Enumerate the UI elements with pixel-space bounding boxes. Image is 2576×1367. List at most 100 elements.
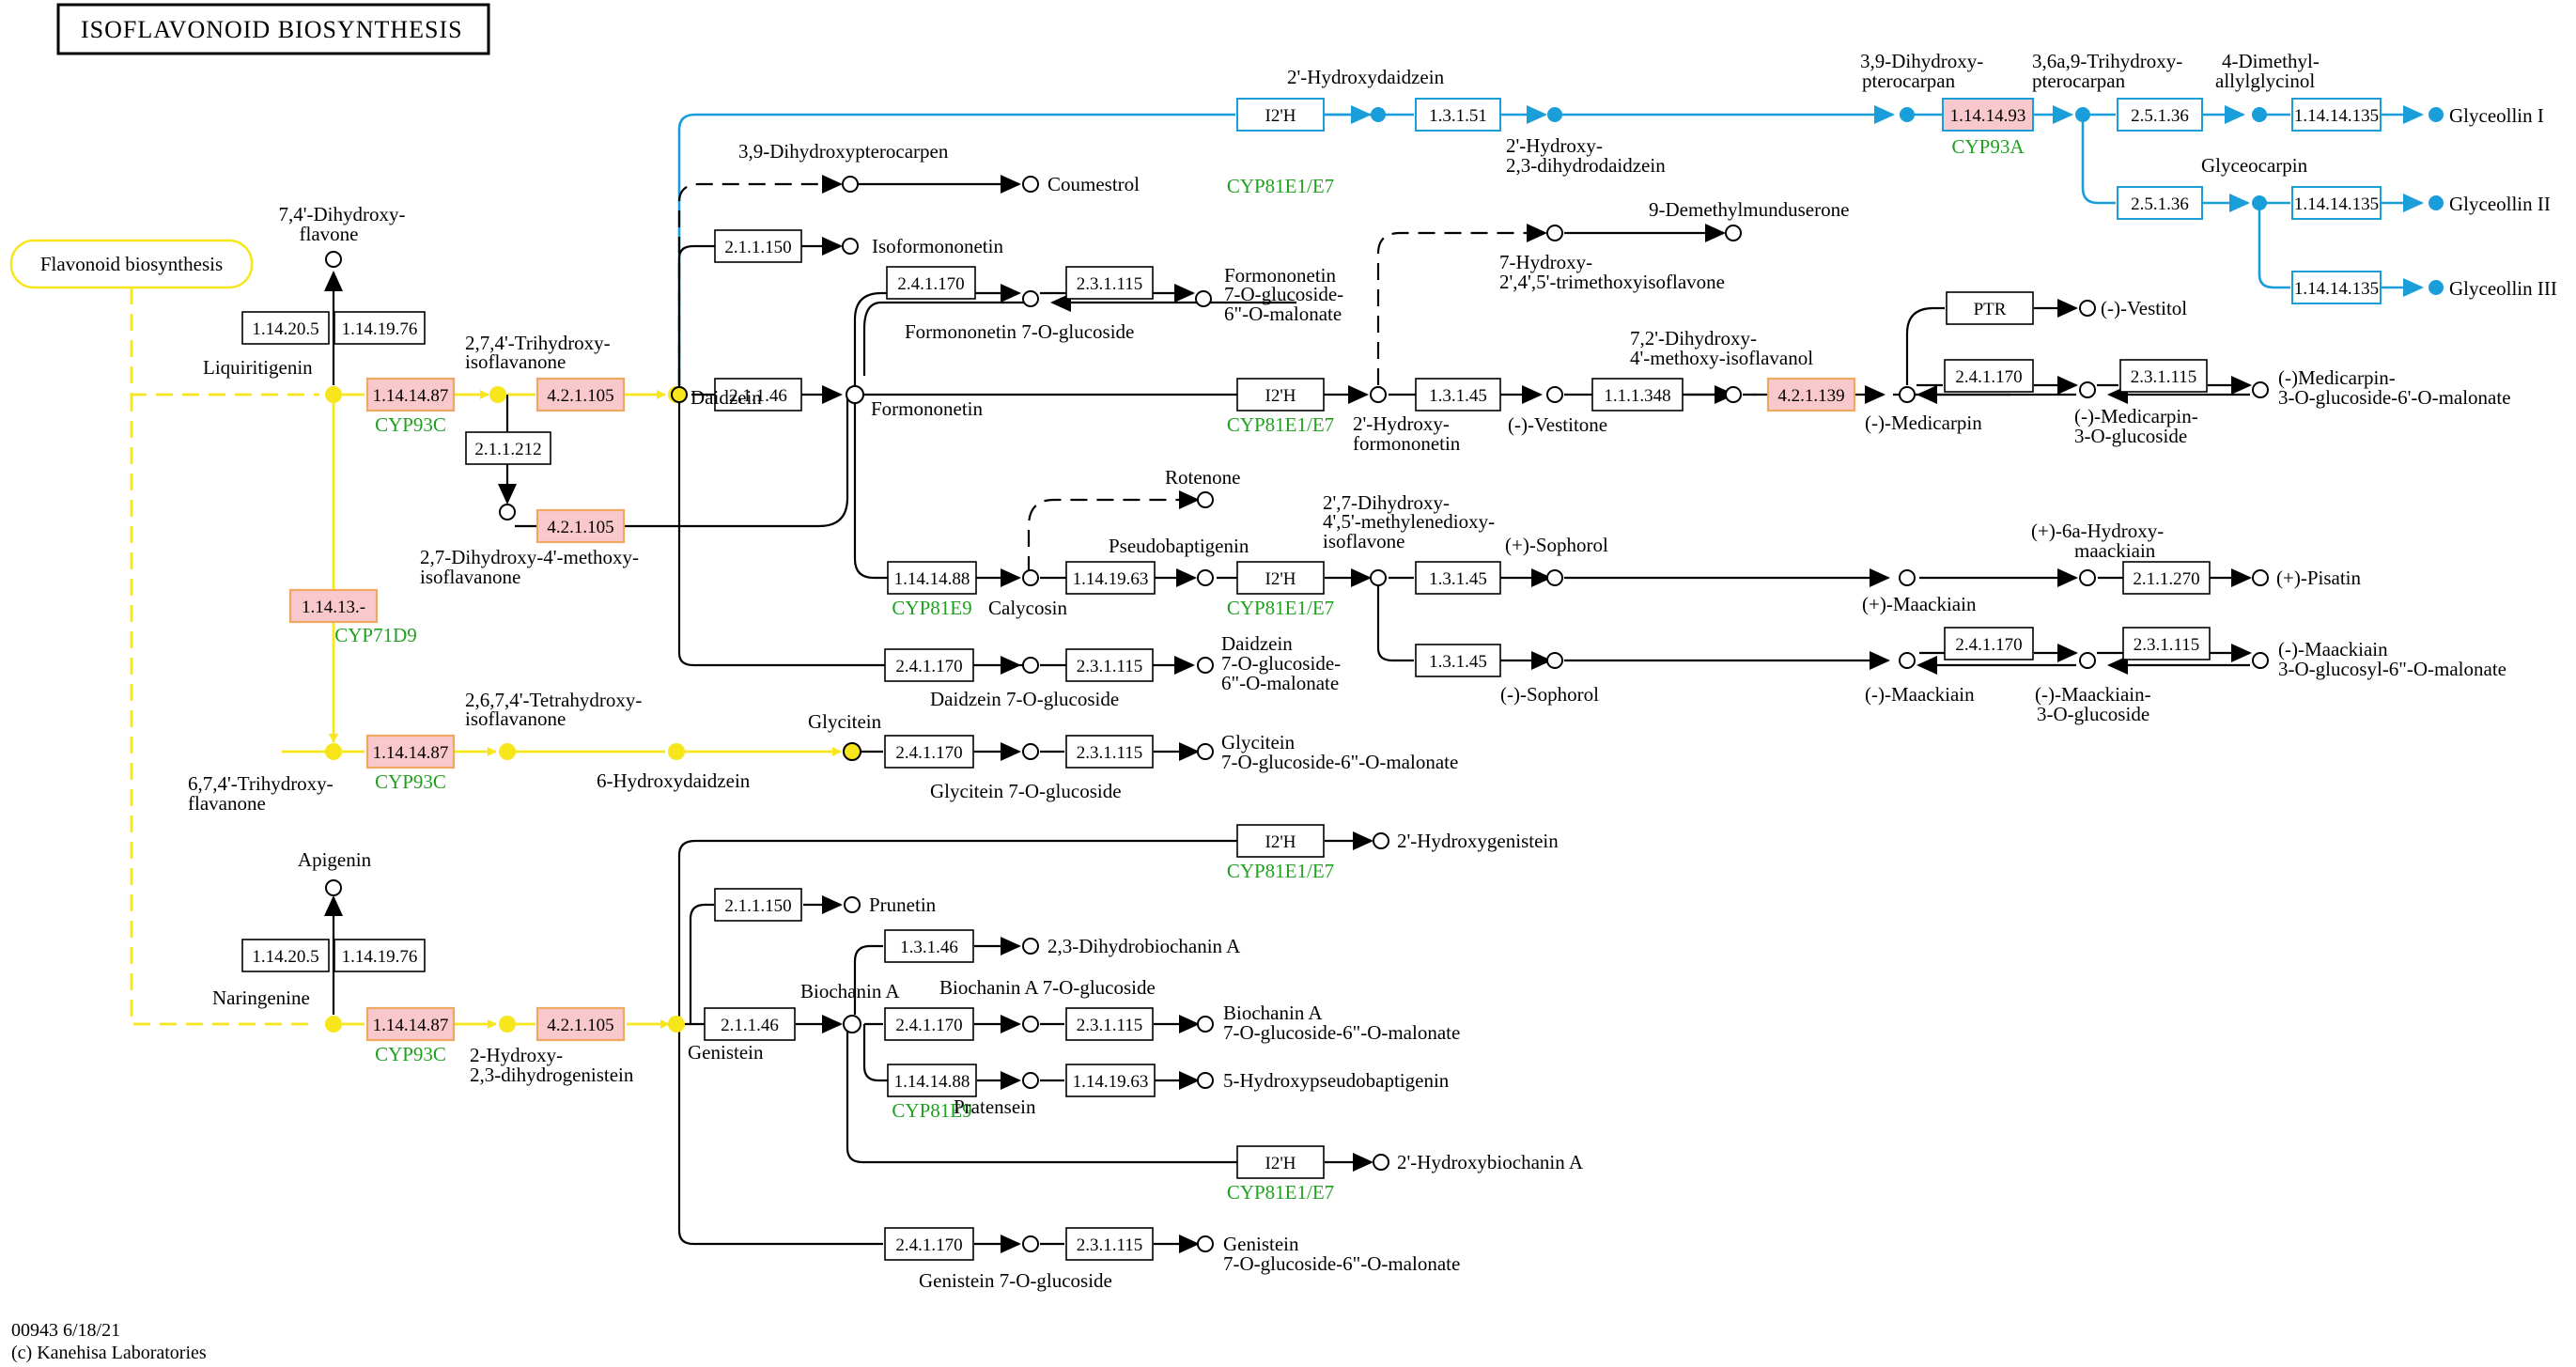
ec-box[interactable]: 1.1.1.348 [1591,378,1684,412]
svg-text:2.4.1.170: 2.4.1.170 [897,274,964,294]
compound-label: (-)-Vestitone [1508,413,1607,436]
ec-box[interactable]: 2.4.1.170 [1944,627,2034,660]
ec-box[interactable]: 2.3.1.115 [1065,1007,1154,1041]
ec-box[interactable]: 2.1.1.212 [465,431,551,465]
compound-label: Formononetin [1224,264,1336,287]
ec-box[interactable]: 1.14.19.63 [1065,561,1156,595]
ec-box[interactable]: 2.4.1.170 [1944,359,2034,393]
svg-text:1.3.1.45: 1.3.1.45 [1429,386,1487,406]
svg-text:2.1.1.46: 2.1.1.46 [721,1016,779,1035]
ec-box[interactable]: PTR [1946,291,2034,325]
svg-text:2.4.1.170: 2.4.1.170 [1955,635,2022,655]
svg-text:4.2.1.105: 4.2.1.105 [547,1016,613,1035]
ec-box[interactable]: 1.14.19.76 [334,939,426,972]
compound-label: Naringenine [212,986,310,1009]
compound-label: Daidzein [1221,632,1293,655]
ec-box[interactable]: 1.3.1.45 [1415,644,1501,677]
ec-box[interactable]: 1.14.14.93 [1942,98,2034,132]
map-id-date: 00943 6/18/21 [11,1320,120,1341]
enzyme-boxes[interactable]: 1.14.20.5 1.14.19.76 1.14.14.87 4.2.1.10… [241,98,2382,1261]
svg-text:2.1.1.150: 2.1.1.150 [724,896,791,916]
ec-box[interactable]: 1.14.20.5 [241,311,330,345]
ec-box[interactable]: I2'H [1236,98,1325,132]
compound-label: (+)-Sophorol [1505,534,1608,556]
map-link-label[interactable]: Flavonoid biosynthesis [40,253,223,275]
ec-box[interactable]: 1.3.1.51 [1415,98,1501,132]
ec-box[interactable]: 1.3.1.45 [1415,378,1501,412]
compound-labels: 7,4'-Dihydroxy- flavone Liquiritigenin 2… [188,50,2557,1292]
svg-text:1.14.14.87: 1.14.14.87 [373,386,449,406]
ec-box[interactable]: 2.1.1.46 [714,378,802,412]
svg-text:2.3.1.115: 2.3.1.115 [1077,274,1143,294]
ec-box[interactable]: 1.14.14.87 [365,734,456,769]
ec-box[interactable]: 2.3.1.115 [1065,1227,1154,1261]
ec-box[interactable]: 2.4.1.170 [884,1227,974,1261]
ec-box[interactable]: 1.3.1.46 [884,929,974,963]
compound-label: 7,4'-Dihydroxy- [278,203,405,225]
compound-label: 4'-methoxy-isoflavanol [1630,347,1813,369]
ec-box[interactable]: 4.2.1.139 [1766,377,1856,412]
ec-box[interactable]: I2'H [1236,561,1325,595]
ec-box[interactable]: I2'H [1236,1145,1325,1179]
compound-label: 3-O-glucoside [2074,425,2187,447]
ec-box[interactable]: 4.2.1.105 [535,377,626,412]
ec-box[interactable]: 2.4.1.170 [884,735,974,769]
ec-box[interactable]: 2.1.1.270 [2122,561,2211,595]
compound-label: Pratensein [954,1095,1036,1118]
ec-box[interactable]: I2'H [1236,378,1325,412]
ec-box[interactable]: 2.3.1.115 [1065,735,1154,769]
ec-box[interactable]: 1.14.14.88 [887,561,977,595]
ec-box[interactable]: 1.14.14.135 [2291,271,2382,304]
map-link-flavonoid[interactable]: Flavonoid biosynthesis [9,239,254,289]
ec-box[interactable]: 1.14.14.135 [2291,186,2382,220]
compound-label: Biochanin A [800,980,900,1002]
compound-label: (-)-Maackiain [1865,683,1975,706]
ec-box[interactable]: 1.14.19.63 [1065,1064,1156,1097]
ec-box[interactable]: 4.2.1.105 [535,1006,626,1042]
compound-label: maackiain [2074,539,2156,562]
ec-box[interactable]: 2.3.1.115 [1065,266,1154,300]
gene-label: CYP81E1/E7 [1227,413,1334,436]
ec-box[interactable]: 1.3.1.45 [1415,561,1501,595]
ec-box[interactable]: 2.3.1.115 [2119,359,2208,393]
svg-text:1.14.14.87: 1.14.14.87 [373,1016,449,1035]
compound-label: 3-O-glucoside-6'-O-malonate [2278,386,2511,409]
compound-label: isoflavanone [465,707,566,730]
ec-box[interactable]: 2.5.1.36 [2117,98,2203,132]
compound-label: Glycitein [1221,731,1296,753]
svg-text:1.14.19.76: 1.14.19.76 [342,947,418,967]
compound-label: 4-Dimethyl- [2222,50,2320,72]
gene-labels: CYP93C CYP71D9 CYP93C CYP93C CYP81E1/E7 … [334,135,2025,1204]
ec-box[interactable]: 2.1.1.150 [714,888,802,922]
ec-box[interactable]: 2.5.1.36 [2117,186,2203,220]
ec-box[interactable]: 2.4.1.170 [884,1007,974,1041]
ec-box[interactable]: 1.14.14.88 [887,1064,977,1097]
svg-text:2.1.1.270: 2.1.1.270 [2133,569,2199,589]
ec-box[interactable]: 1.14.20.5 [241,939,330,972]
gene-label: CYP81E9 [892,1099,971,1122]
ec-box[interactable]: 2.3.1.115 [1065,648,1154,682]
compound-label: (+)-6a-Hydroxy- [2031,520,2164,542]
ec-box[interactable]: I2'H [1236,824,1325,858]
ec-box[interactable]: 1.14.14.135 [2291,98,2382,132]
compound-label: 9-Demethylmunduserone [1649,198,1849,221]
ec-box[interactable]: 4.2.1.105 [535,508,626,544]
compound-label: (-)-Medicarpin [1865,412,1982,434]
ec-box[interactable]: 1.14.19.76 [334,311,426,345]
ec-box[interactable]: 1.14.14.87 [365,377,456,412]
ec-box[interactable]: 1.14.13.- [288,588,379,624]
ec-box[interactable]: 2.4.1.170 [884,648,974,682]
svg-text:I2'H: I2'H [1265,832,1296,852]
ec-box[interactable]: 1.14.14.87 [365,1006,456,1042]
ec-box[interactable]: 2.4.1.170 [886,266,976,300]
ec-box[interactable]: 2.3.1.115 [2122,627,2211,660]
compound-label: Glyceollin III [2449,277,2557,300]
compound-label: Calycosin [988,597,1067,619]
svg-text:I2'H: I2'H [1265,1154,1296,1173]
compound-label: 3,9-Dihydroxypterocarpen [738,140,949,163]
compound-label: Genistein 7-O-glucoside [919,1269,1112,1292]
compound-label: Formononetin [871,397,983,420]
ec-box[interactable]: 2.1.1.46 [704,1007,796,1041]
gene-label: CYP93C [375,770,446,793]
ec-box[interactable]: 2.1.1.150 [714,229,802,263]
